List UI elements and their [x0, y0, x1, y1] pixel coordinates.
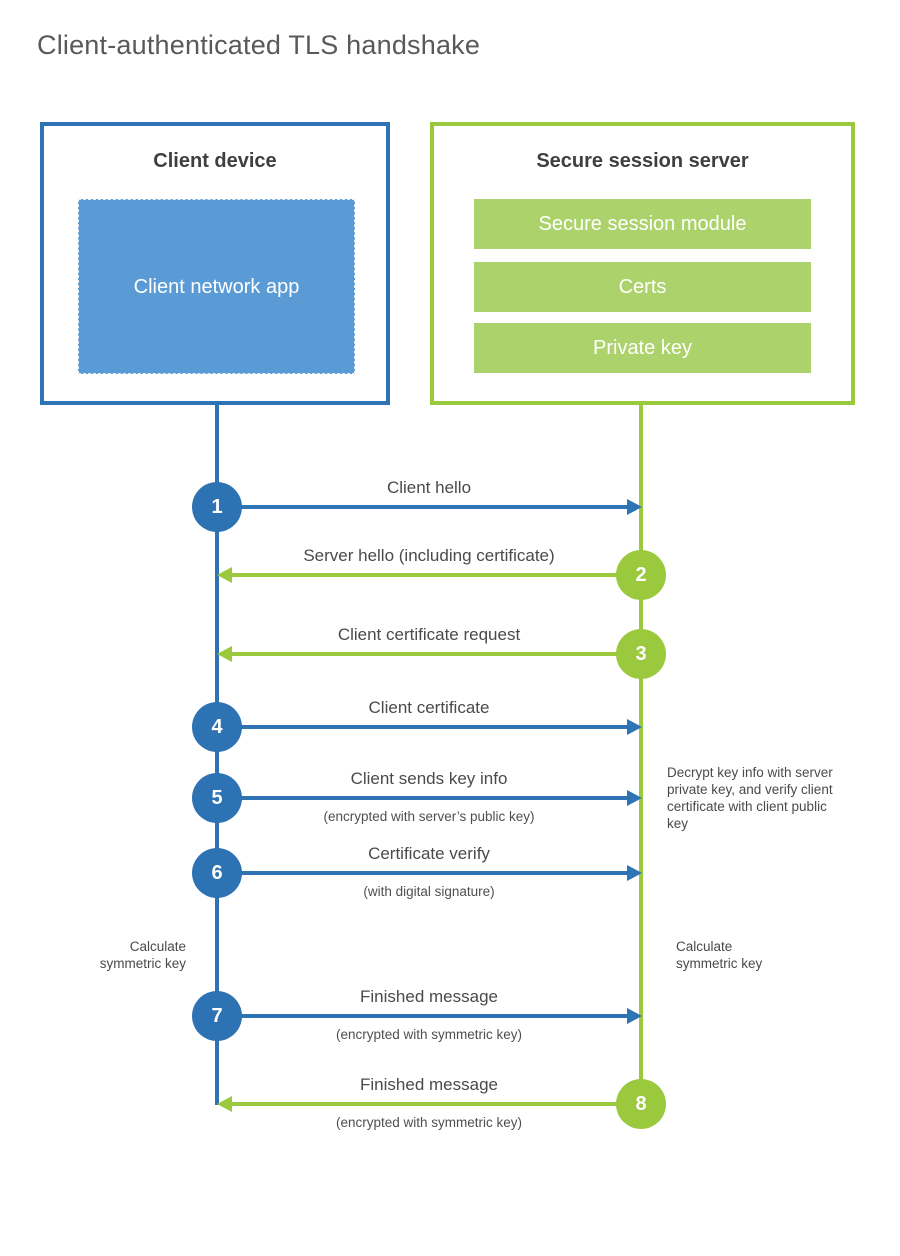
- arrow-line: [217, 1014, 627, 1018]
- client-lifeline: [215, 405, 219, 1105]
- message-label: Certificate verify: [368, 844, 490, 863]
- step-number-badge: 1: [192, 482, 242, 532]
- arrow-line: [217, 796, 627, 800]
- step-number-badge: 8: [616, 1079, 666, 1129]
- server-box: Secure session server Secure session mod…: [430, 122, 855, 405]
- arrow-head-right-icon: [627, 790, 642, 806]
- message-label: Client certificate: [368, 698, 490, 717]
- server-module-label: Certs: [618, 275, 667, 298]
- message-sublabel: (encrypted with server’s public key): [323, 809, 535, 824]
- message-label: Client hello: [386, 478, 472, 497]
- step-number-badge: 6: [192, 848, 242, 898]
- arrow-head-right-icon: [627, 1008, 642, 1024]
- message-sublabel: (encrypted with symmetric key): [335, 1115, 523, 1130]
- server-module-label: Secure session module: [538, 212, 747, 235]
- server-module-bar: Private key: [474, 323, 811, 373]
- arrow-line: [217, 725, 627, 729]
- message-label: Server hello (including certificate): [303, 546, 555, 565]
- note-calculate-symmetric-key-server: Calculate symmetric key: [676, 939, 763, 971]
- step-number-badge: 4: [192, 702, 242, 752]
- arrow-line: [231, 1102, 641, 1106]
- message-sublabel: (encrypted with symmetric key): [335, 1027, 523, 1042]
- arrow-line: [231, 652, 641, 656]
- step-number-badge: 5: [192, 773, 242, 823]
- message-label: Client sends key info: [350, 769, 508, 788]
- note-calculate-symmetric-key-client: Calculate symmetric key: [99, 939, 186, 971]
- server-module-bar: Secure session module: [474, 199, 811, 249]
- arrow-line: [217, 505, 627, 509]
- arrow-line: [231, 573, 641, 577]
- step-number-badge: 2: [616, 550, 666, 600]
- client-device-title: Client device: [153, 150, 277, 172]
- message-sublabel: (with digital signature): [363, 884, 495, 899]
- server-lifeline: [639, 405, 643, 1105]
- arrow-head-right-icon: [627, 865, 642, 881]
- message-label: Finished message: [360, 1075, 498, 1094]
- arrow-head-left-icon: [217, 646, 232, 662]
- step-number-badge: 7: [192, 991, 242, 1041]
- client-device-box: Client device Client network app: [40, 122, 390, 405]
- arrow-head-left-icon: [217, 567, 232, 583]
- client-network-app-box: Client network app: [78, 199, 355, 374]
- arrow-head-right-icon: [627, 719, 642, 735]
- server-module-bar: Certs: [474, 262, 811, 312]
- arrow-line: [217, 871, 627, 875]
- arrow-head-left-icon: [217, 1096, 232, 1112]
- server-title: Secure session server: [536, 150, 749, 172]
- message-label: Client certificate request: [337, 625, 521, 644]
- message-label: Finished message: [360, 987, 498, 1006]
- page-title: Client-authenticated TLS handshake: [37, 30, 481, 60]
- client-network-app-label: Client network app: [133, 275, 300, 298]
- server-module-label: Private key: [593, 336, 692, 359]
- note-decrypt-key-info: Decrypt key info with server private key…: [667, 765, 833, 831]
- step-number-badge: 3: [616, 629, 666, 679]
- arrow-head-right-icon: [627, 499, 642, 515]
